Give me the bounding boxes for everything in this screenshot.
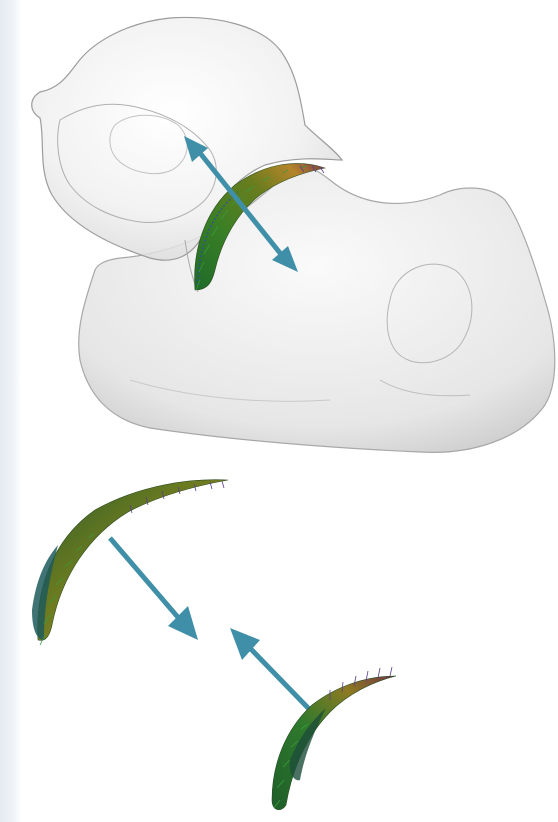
bone-render-group <box>32 17 555 452</box>
bottom-arrow-left <box>110 538 198 640</box>
bottom-arrow-right <box>230 628 312 712</box>
bottom-left-surface-band <box>38 480 228 641</box>
bottom-right-surface-band <box>272 676 396 810</box>
